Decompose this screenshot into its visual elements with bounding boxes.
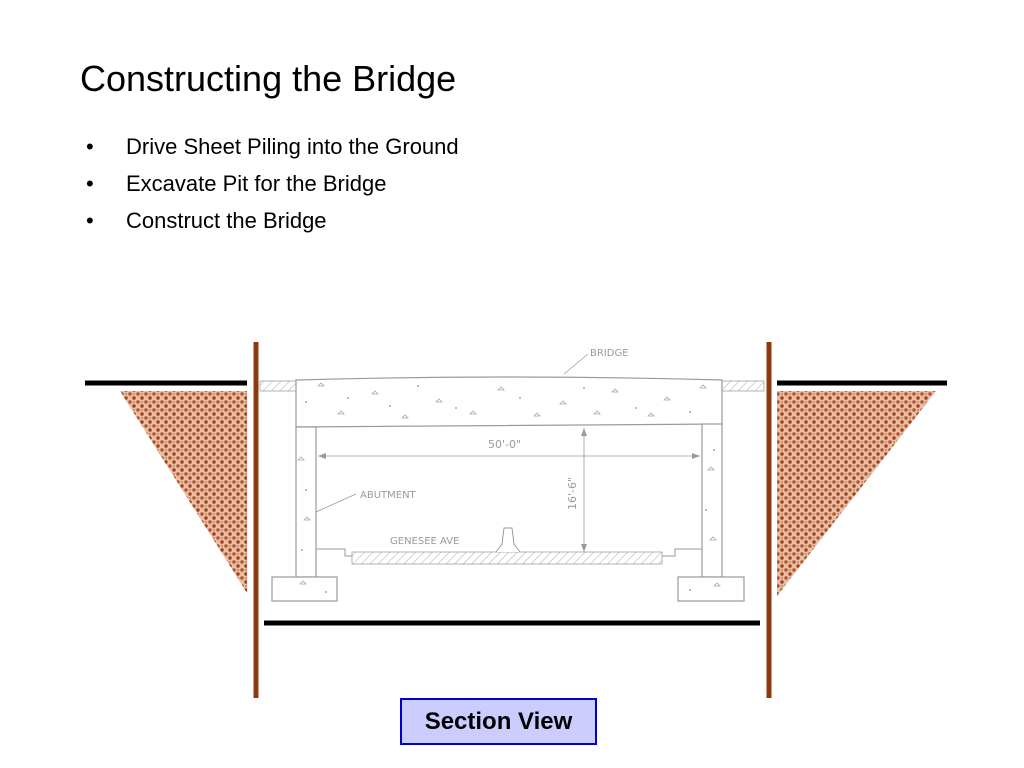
approach-slab-left (259, 380, 297, 392)
span-arrow-right (692, 453, 700, 459)
soil-wedge-right (777, 391, 936, 596)
roadway-slab (351, 551, 663, 565)
footing-left (271, 576, 338, 602)
bridge-deck (295, 376, 723, 428)
section-view-caption: Section View (400, 698, 597, 745)
concrete-dots (301, 385, 715, 593)
slide-title: Constructing the Bridge (80, 58, 457, 99)
height-arrow-bottom (581, 544, 587, 552)
approach-slab-right (721, 380, 765, 392)
bullet-item: Drive Sheet Piling into the Ground (86, 128, 459, 165)
abutment-wall-right (701, 423, 723, 578)
span-dimension-label: 50'-0" (488, 438, 521, 451)
span-arrow-left (318, 453, 326, 459)
height-arrow-top (581, 428, 587, 436)
street-label: GENESEE AVE (390, 536, 459, 547)
height-dimension-label: 16'-6" (566, 477, 579, 510)
abutment-leader (315, 493, 357, 513)
sidewalk-left (316, 548, 352, 557)
bridge-label: BRIDGE (590, 348, 629, 359)
median-barrier (495, 527, 521, 553)
abutment-wall-left (295, 426, 317, 578)
bullet-item: Excavate Pit for the Bridge (86, 165, 459, 202)
bullet-list: Drive Sheet Piling into the Ground Excav… (86, 128, 459, 239)
abutment-label: ABUTMENT (360, 490, 417, 501)
sidewalk-right (662, 548, 702, 557)
footing-right (677, 576, 745, 602)
bullet-item: Construct the Bridge (86, 202, 459, 239)
concrete-texture (297, 382, 721, 587)
soil-wedge-left (120, 391, 247, 593)
bridge-leader (563, 353, 589, 375)
